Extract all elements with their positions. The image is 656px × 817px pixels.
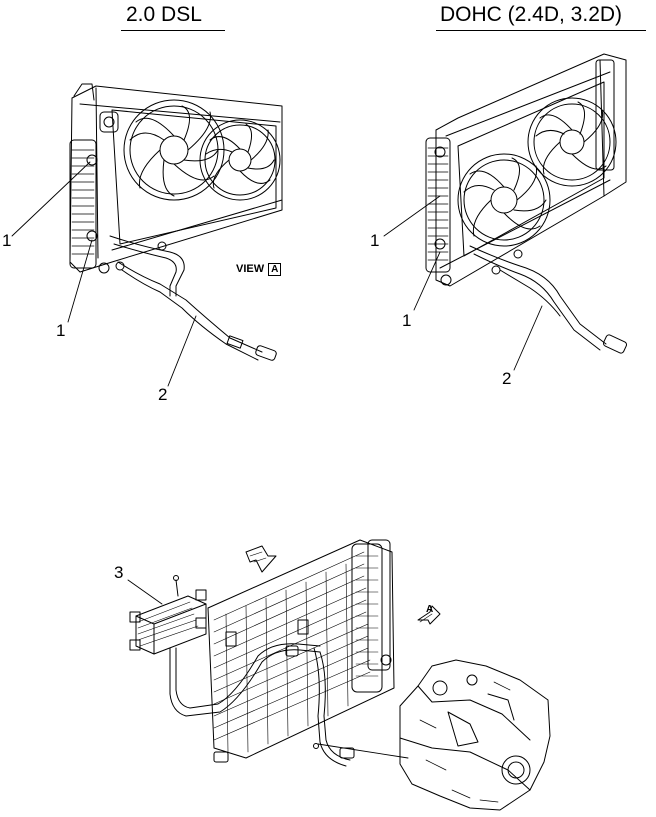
callout-left-hose-2: 2 (158, 385, 168, 404)
callout-right-upper-1: 1 (370, 231, 380, 250)
right-radiator-assembly (425, 53, 628, 354)
view-arrow-letter-text: A (426, 604, 434, 615)
view-label-text: VIEW (236, 263, 265, 275)
callout-left-upper-1: 1 (2, 231, 12, 250)
view-a-arrow-top (245, 545, 277, 573)
right-variant-title: DOHC (2.4D, 3.2D) (440, 3, 623, 26)
left-radiator-assembly (69, 83, 283, 361)
left-leader-lines (11, 161, 197, 387)
right-leader-lines (383, 195, 543, 371)
bottom-cooler-hoses (169, 643, 355, 767)
callout-left-lower-1: 1 (56, 321, 66, 340)
view-a-arrow-side (417, 605, 441, 625)
view-a-label: VIEW A (236, 262, 282, 276)
callout-oil-cooler-3: 3 (114, 563, 124, 582)
bottom-leader-lines (127, 579, 409, 759)
right-title-underline (436, 30, 646, 31)
transaxle-assembly (399, 659, 551, 811)
external-oil-cooler (129, 575, 207, 655)
left-title-underline (121, 30, 225, 31)
bottom-condenser-assembly (207, 539, 395, 763)
left-variant-title: 2.0 DSL (126, 3, 202, 26)
callout-right-lower-1: 1 (402, 311, 412, 330)
view-arrow-letter: A (426, 603, 433, 617)
view-label-letter-box: A (268, 262, 282, 276)
callout-right-hose-2: 2 (502, 369, 512, 388)
